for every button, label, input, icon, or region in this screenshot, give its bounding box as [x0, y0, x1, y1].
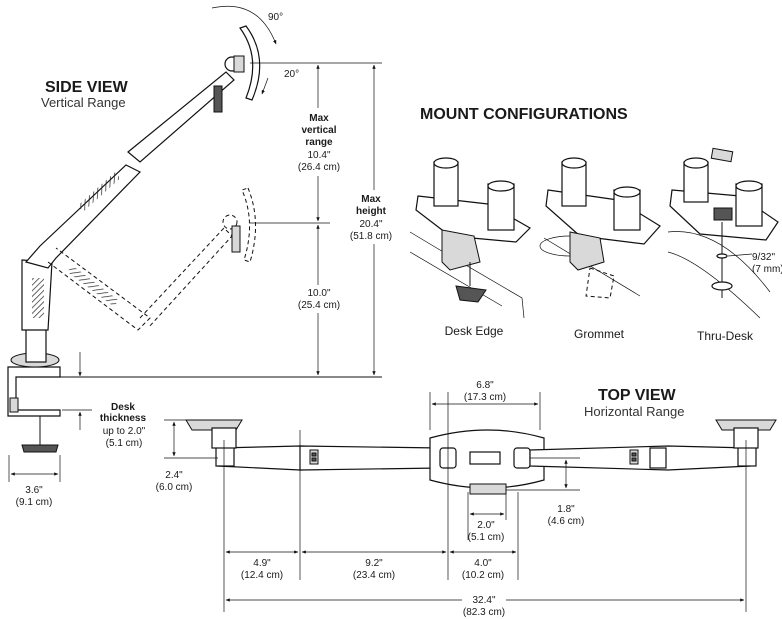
- offset-in: 1.8": [557, 504, 575, 515]
- seg2-in: 9.2": [365, 558, 383, 569]
- right-arm-top: [529, 419, 777, 471]
- desk-thickness-label-2: thickness: [100, 413, 147, 424]
- hub-width-in: 6.8": [476, 380, 494, 391]
- max-vertical-range-cm: (26.4 cm): [298, 162, 340, 173]
- total-span-cm: (82.3 cm): [463, 607, 505, 618]
- vesa-depth-in: 2.4": [165, 470, 183, 481]
- config-desk-edge-label: Desk Edge: [445, 324, 504, 338]
- max-vertical-range-in: 10.4": [307, 150, 330, 161]
- monitor-top: [224, 25, 261, 101]
- max-vertical-label-1: Max: [309, 113, 329, 124]
- hub-width-cm: (17.3 cm): [464, 392, 506, 403]
- top-view: TOP VIEW Horizontal Range: [156, 380, 777, 618]
- hub-top: [429, 429, 545, 495]
- seg3-cm: (10.2 cm): [462, 570, 504, 581]
- tilt-arc: [211, 5, 277, 45]
- side-view: SIDE VIEW Vertical Range: [7, 5, 396, 508]
- desk-clamp: [7, 366, 61, 453]
- post-cm: (5.1 cm): [468, 532, 505, 543]
- mount-configurations: MOUNT CONFIGURATIONS Desk Edge: [409, 106, 782, 343]
- seg1-in: 4.9": [253, 558, 271, 569]
- config-thru-desk-label: Thru-Desk: [697, 329, 754, 343]
- thru-desk-hole-mm: (7 mm): [752, 264, 782, 275]
- tilt-up-label: 90°: [268, 12, 283, 23]
- clamp-depth-in: 3.6": [25, 485, 43, 496]
- lower-range-cm: (25.4 cm): [298, 300, 340, 311]
- total-span-in: 32.4": [472, 595, 495, 606]
- tilt-down-arrow: [261, 77, 269, 95]
- upper-arm: [127, 71, 235, 163]
- post-in: 2.0": [477, 520, 495, 531]
- desk-thickness-in: up to 2.0": [103, 426, 146, 437]
- mount-config-title: MOUNT CONFIGURATIONS: [420, 106, 628, 123]
- thru-desk-illustration: [667, 147, 779, 319]
- side-view-title: SIDE VIEW: [45, 79, 129, 96]
- thru-desk-hole-in: 9/32": [752, 252, 775, 263]
- seg3-in: 4.0": [474, 558, 492, 569]
- offset-cm: (4.6 cm): [548, 516, 585, 527]
- max-height-in: 20.4": [359, 219, 382, 230]
- seg2-cm: (23.4 cm): [353, 570, 395, 581]
- side-view-subtitle: Vertical Range: [41, 95, 126, 110]
- top-view-title: TOP VIEW: [598, 387, 677, 404]
- lowered-arm-outline: [47, 187, 257, 331]
- mount-pole: [10, 259, 60, 368]
- config-grommet-label: Grommet: [574, 327, 625, 341]
- max-vertical-label-3: range: [305, 137, 333, 148]
- tilt-down-label: 20°: [284, 69, 299, 80]
- lower-range-in: 10.0": [307, 288, 330, 299]
- desk-thickness-cm: (5.1 cm): [106, 438, 143, 449]
- lower-arm: [24, 164, 142, 269]
- max-vertical-label-2: vertical: [301, 125, 336, 136]
- desk-thickness-label-1: Desk: [111, 402, 135, 413]
- desk-edge-illustration: [409, 157, 531, 319]
- seg1-cm: (12.4 cm): [241, 570, 283, 581]
- vesa-depth-cm: (6.0 cm): [156, 482, 193, 493]
- grommet-illustration: [539, 157, 661, 299]
- max-height-label-1: Max: [361, 194, 381, 205]
- clamp-depth-cm: (9.1 cm): [16, 497, 53, 508]
- top-view-subtitle: Horizontal Range: [584, 404, 684, 419]
- max-height-cm: (51.8 cm): [350, 231, 392, 242]
- max-height-label-2: height: [356, 206, 387, 217]
- pivot-centerlines: [223, 392, 747, 612]
